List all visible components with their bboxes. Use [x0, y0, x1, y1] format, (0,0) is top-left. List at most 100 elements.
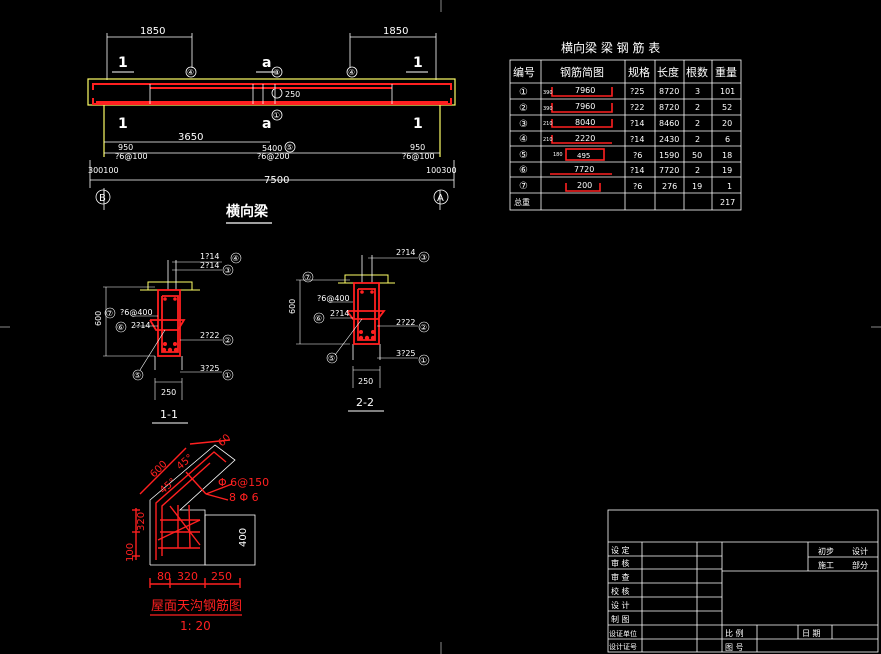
cell-spec: ?14: [630, 135, 644, 144]
cell-spec: ?25: [630, 87, 644, 96]
beam-elevation: 1850 1850 1 a 1 1 a 1 ④ ③ ④ ① ⑤ 250: [87, 26, 457, 224]
table-total-row: 总重 217: [514, 197, 735, 207]
s2-callout-3: ③: [420, 253, 427, 262]
axis-b: B: [99, 193, 106, 204]
cell-count: 19: [692, 182, 702, 191]
th-weight: 重量: [715, 65, 737, 79]
cell-shape: 7720: [574, 165, 594, 174]
cell-side: 210: [543, 137, 553, 143]
tb-scale-label: 比 例: [725, 628, 744, 638]
gutter-dim-320-vert: 320: [136, 512, 147, 531]
tb-row-unit: 设证单位: [609, 629, 637, 638]
total-weight: 217: [720, 198, 735, 207]
tb-drawing-no-label: 图 号: [725, 643, 744, 652]
cell-shape: 495: [577, 152, 590, 160]
table-row: ⑦ 200 ?6 276 19 1: [519, 181, 732, 192]
rebar-table: 横向梁 梁 钢 筋 表 编号 钢筋简图 规格 长度 根数 重量: [509, 40, 742, 211]
th-spec: 规格: [628, 65, 650, 79]
stirrup-mid: ?6@200: [257, 152, 290, 161]
cell-wt: 52: [722, 103, 732, 112]
s1-label-2t14b: 2?14: [131, 321, 151, 330]
dim-3650: 3650: [178, 132, 203, 143]
s1-dim-600: 600: [94, 311, 103, 326]
cell-spec: ?14: [630, 119, 644, 128]
section-mark-1-right: 1: [413, 55, 423, 71]
cell-side: 180: [553, 152, 563, 158]
s1-label-2t14a: 2?14: [200, 261, 220, 270]
s1-callout-7: ⑦: [106, 309, 113, 318]
cell-count: 2: [695, 135, 700, 144]
cell-shape: 7960: [575, 86, 595, 95]
s1-callout-1: ①: [224, 371, 231, 380]
tb-row-cert: 设计证号: [609, 642, 637, 651]
cell-len: 2430: [659, 135, 679, 144]
section-mark-a: a: [262, 55, 271, 71]
s1-dim-250: 250: [161, 388, 176, 397]
s2-callout-2: ②: [420, 323, 427, 332]
s1-label-6at400: ?6@400: [120, 308, 153, 317]
cell-no: ⑦: [519, 181, 528, 192]
cell-side: 210: [543, 121, 553, 127]
cell-count: 2: [695, 119, 700, 128]
gutter-dim-100: 100: [125, 543, 136, 562]
section-mark-1-left-b: 1: [118, 116, 128, 132]
cell-wt: 19: [722, 166, 732, 175]
gutter-dim-60: 60: [216, 432, 233, 449]
gutter-dim-600: 600: [148, 459, 169, 480]
cell-len: 8720: [659, 87, 679, 96]
cell-wt: 6: [725, 135, 730, 144]
cell-shape: 7960: [575, 102, 595, 111]
dim-950-right: 950: [410, 143, 425, 152]
cell-no: ⑤: [519, 150, 528, 161]
s2-dim-600: 600: [288, 299, 297, 314]
tb-stage-prelim: 初步: [818, 546, 834, 556]
cell-no: ⑥: [519, 165, 528, 176]
cell-count: 2: [695, 103, 700, 112]
cell-no: ④: [519, 134, 528, 145]
cell-spec: ?6: [633, 182, 642, 191]
dim-1850-right: 1850: [383, 26, 408, 37]
s1-label-3t25: 3?25: [200, 364, 220, 373]
tb-stage-construct: 施工: [818, 560, 834, 570]
gutter-dim-400: 400: [238, 528, 249, 547]
cell-no: ③: [519, 119, 528, 130]
s1-callout-6: ⑥: [117, 323, 124, 332]
gutter-scale: 1: 20: [180, 619, 211, 633]
tb-row-verify: 校 核: [611, 586, 630, 596]
s2-label-2t22: 2?22: [396, 318, 416, 327]
tb-stage-design: 设计: [852, 546, 868, 556]
s1-label-1t14: 1?14: [200, 252, 220, 261]
th-shape: 钢筋简图: [560, 65, 604, 79]
callout-3: ③: [273, 68, 280, 77]
section-mark-a-b: a: [262, 116, 271, 132]
stirrup-end-right: ?6@100: [402, 152, 435, 161]
cell-len: 8460: [659, 119, 679, 128]
tb-row-design: 设 计: [611, 600, 630, 610]
s2-callout-6: ⑥: [315, 314, 322, 323]
cell-count: 2: [695, 166, 700, 175]
s2-label-6at400: ?6@400: [317, 294, 350, 303]
cell-side: 390: [543, 90, 553, 96]
dim-1850-left: 1850: [140, 26, 165, 37]
callout-4-right: ④: [348, 68, 355, 77]
gutter-title: 屋面天沟钢筋图: [151, 598, 242, 614]
gutter-dim-250: 250: [211, 570, 232, 583]
tb-row-check: 审 核: [611, 558, 630, 568]
cell-shape: 2220: [575, 134, 595, 143]
cell-spec: ?6: [633, 151, 642, 160]
section-1-1: 1?14 2?14 ?6@400 2?14 2?22 3?25 ④ ③ ⑦ ⑥ …: [94, 252, 242, 424]
s1-label-2t22: 2?22: [200, 331, 220, 340]
s2-callout-5: ⑤: [328, 354, 335, 363]
section-mark-1-left: 1: [118, 55, 128, 71]
dim-100300: 100300: [426, 166, 457, 175]
beam-title: 横向梁: [226, 203, 269, 220]
cell-no: ②: [519, 103, 528, 114]
cell-len: 7720: [659, 166, 679, 175]
tb-row-set: 设 定: [611, 545, 630, 555]
stirrup-end-left: ?6@100: [115, 152, 148, 161]
cell-len: 1590: [659, 151, 679, 160]
gutter-dim-80: 80: [157, 570, 171, 583]
s2-label-2t14b: 2?14: [330, 309, 350, 318]
tb-date-label: 日 期: [802, 629, 821, 638]
